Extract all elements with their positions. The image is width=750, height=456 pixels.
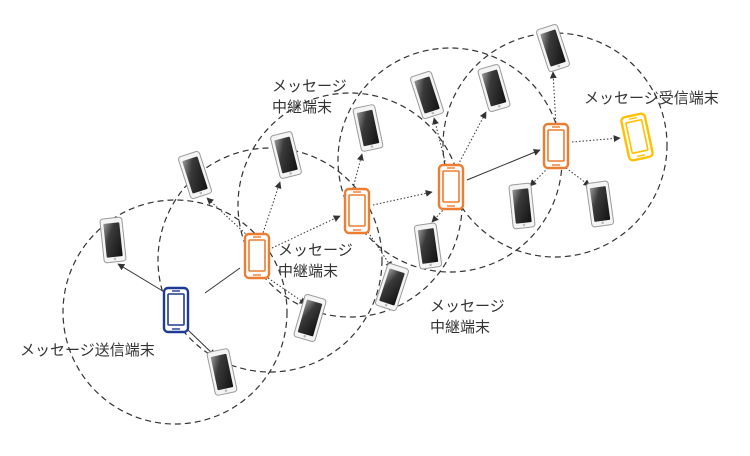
neighbor-phone xyxy=(270,131,302,179)
link-arrow xyxy=(367,231,393,269)
neighbor-phone xyxy=(508,182,536,230)
receiver-label: メッセージ受信端末 xyxy=(584,89,719,107)
link-arrow xyxy=(267,277,307,305)
neighbor-phone xyxy=(352,104,384,152)
link-arrow xyxy=(549,71,557,127)
coverage-circle xyxy=(442,32,668,258)
relay-label-middle: メッセージ 中継端末 xyxy=(278,241,353,280)
neighbor-phone xyxy=(585,180,615,228)
link-arrow xyxy=(204,267,241,294)
link-arrow xyxy=(372,189,433,206)
neighbor-phone xyxy=(206,348,238,396)
link-arrow xyxy=(565,167,591,187)
sender-label: メッセージ送信端末 xyxy=(20,341,155,359)
neighbor-phone xyxy=(99,216,127,264)
link-arrow xyxy=(432,117,447,166)
relay-label-bottom: メッセージ 中継端末 xyxy=(430,297,505,336)
link-arrow xyxy=(529,167,549,187)
link-arrow xyxy=(571,135,621,143)
link-arrow xyxy=(466,149,541,181)
relay-phone-2 xyxy=(343,187,371,235)
relay-phone-3 xyxy=(437,163,465,211)
link-arrow xyxy=(457,111,487,166)
relay-phone-1 xyxy=(243,232,271,280)
neighbor-phone xyxy=(178,150,212,200)
coverage-circle xyxy=(62,199,288,425)
relay-phone-4 xyxy=(542,122,570,170)
neighbor-phone xyxy=(477,64,511,112)
neighbor-phone xyxy=(413,222,443,270)
neighbor-phone xyxy=(293,294,327,342)
coverage-circle xyxy=(157,147,383,373)
receiver-phone xyxy=(620,112,654,162)
link-arrow xyxy=(117,263,167,294)
link-arrow xyxy=(261,181,282,237)
neighbor-phone xyxy=(410,70,444,120)
link-arrow xyxy=(351,153,364,193)
neighbor-phone xyxy=(536,23,570,73)
link-arrow xyxy=(206,197,249,237)
relay-label-top: メッセージ 中継端末 xyxy=(272,77,347,116)
neighbor-phone xyxy=(375,262,409,312)
sender-phone xyxy=(162,286,190,334)
coverage-circle xyxy=(337,47,563,273)
